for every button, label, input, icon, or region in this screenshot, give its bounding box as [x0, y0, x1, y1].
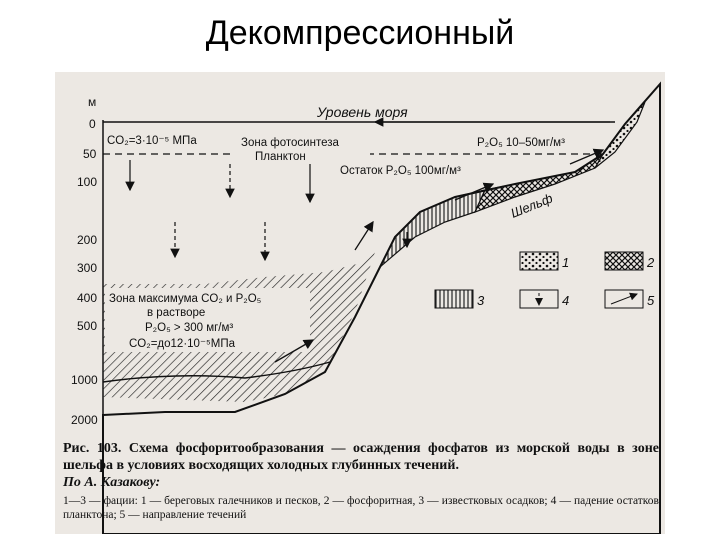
legend-swatch-2 — [604, 251, 644, 271]
legend-label-4: 4 — [562, 293, 569, 308]
caption-main: Рис. 103. Схема фосфоритообразования — о… — [63, 441, 659, 473]
pebble-facies — [594, 101, 646, 169]
depth-tick: 400 — [77, 291, 97, 305]
depth-tick: 50 — [83, 147, 97, 161]
residual-p2o5-label: Остаток P₂O₅ 100мг/м³ — [340, 165, 461, 177]
depth-tick: 500 — [77, 319, 97, 333]
p2o5-surface-label: P₂O₅ 10–50мг/м³ — [477, 137, 565, 149]
depth-tick: 100 — [77, 175, 97, 189]
depth-tick: 0 — [89, 117, 96, 131]
depth-unit: м — [88, 95, 96, 109]
photosynthesis-zone-label: Зона фотосинтеза — [241, 137, 340, 149]
slide-title: Декомпрессионный — [205, 14, 515, 52]
caption-author: По А. Казакову: — [63, 475, 161, 490]
depth-axis: м 0 50 100 200 300 400 500 1000 2000 — [71, 95, 104, 427]
legend-label-1: 1 — [562, 255, 569, 270]
legend-label-3: 3 — [477, 293, 485, 308]
upwelling-current-arrows — [274, 148, 605, 363]
co2-surface-label: CO₂=3·10⁻⁵ МПа — [107, 135, 197, 147]
scanned-figure: м 0 50 100 200 300 400 500 1000 2000 Уро… — [55, 72, 665, 534]
legend-swatch-4 — [519, 289, 559, 309]
caption-legend: 1—3 — фации: 1 — береговых галечников и … — [63, 495, 659, 521]
phosphorite-diagram: м 0 50 100 200 300 400 500 1000 2000 Уро… — [71, 81, 661, 534]
legend-swatch-3 — [434, 289, 474, 309]
plankton-label: Планктон — [255, 151, 306, 163]
depth-tick: 200 — [77, 233, 97, 247]
max-zone-label: Зона максимума CO₂ и P₂O₅ — [109, 293, 262, 305]
legend-swatch-5 — [604, 289, 644, 309]
plankton-fall-arrows — [125, 160, 412, 262]
depth-tick: 2000 — [71, 413, 98, 427]
legend-label-2: 2 — [646, 255, 655, 270]
p2o5-deep-label: P₂O₅ > 300 мг/м³ — [145, 322, 233, 334]
depth-tick: 1000 — [71, 373, 98, 387]
figure-caption: Рис. 103. Схема фосфоритообразования — о… — [63, 440, 659, 522]
legend-swatch-1 — [519, 251, 559, 271]
sea-level-label: Уровень моря — [316, 104, 408, 120]
legend: 1 2 3 4 5 — [434, 251, 655, 309]
co2-deep-label: CO₂=до12·10⁻⁵МПа — [129, 338, 236, 350]
legend-label-5: 5 — [647, 293, 655, 308]
depth-tick: 300 — [77, 261, 97, 275]
max-zone-sublabel: в растворе — [147, 307, 205, 319]
